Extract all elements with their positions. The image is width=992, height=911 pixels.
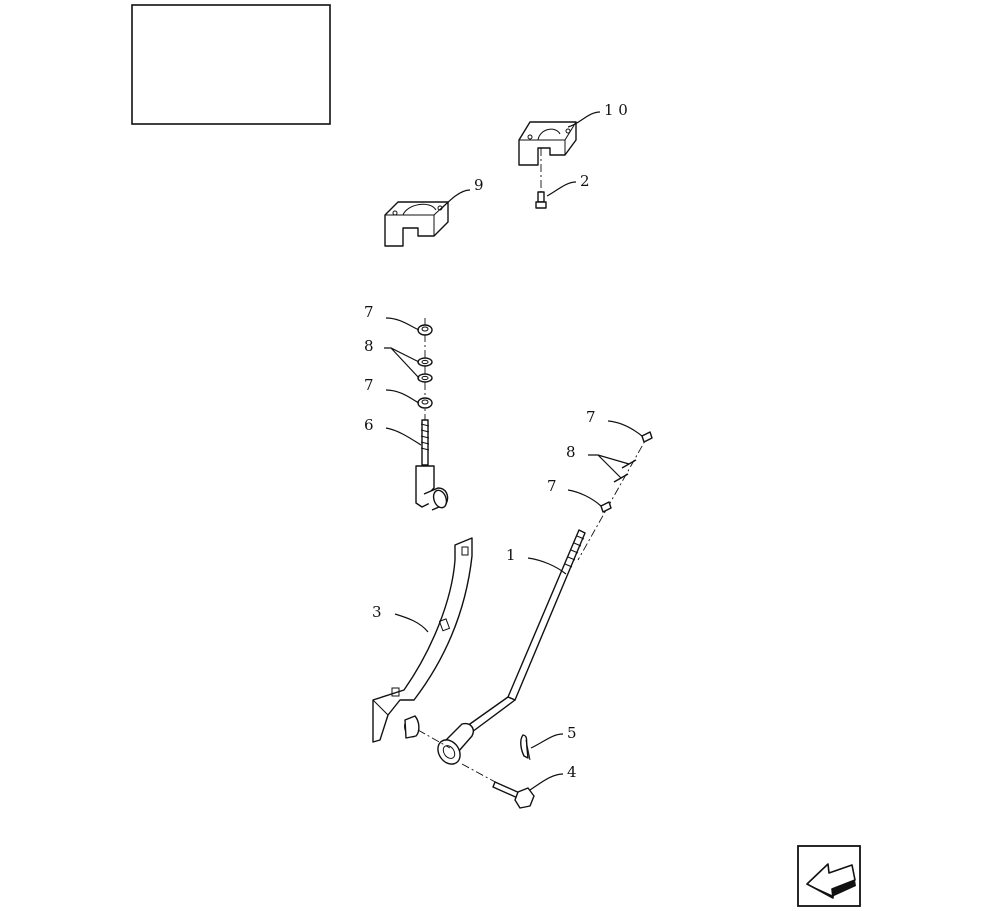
rod-1-fasteners [577, 431, 653, 561]
callout-6: 6 [364, 416, 374, 434]
nut-stack [417, 318, 433, 420]
plate-part-3 [372, 537, 511, 791]
callout-7-mid: 7 [364, 376, 374, 394]
pin-part-5 [520, 734, 531, 761]
back-arrow-icon[interactable] [797, 845, 861, 907]
callout-1: 1 [506, 546, 516, 564]
callout-7-upper: 7 [364, 303, 374, 321]
bracket-part-10 [518, 121, 577, 195]
callout-9: 9 [474, 176, 484, 194]
callout-5: 5 [567, 724, 577, 742]
rod-part-6 [415, 419, 449, 511]
screw-part-2 [535, 191, 547, 209]
callout-3: 3 [372, 603, 382, 621]
callout-7-right-top: 7 [586, 408, 596, 426]
callout-8-upper: 8 [364, 337, 374, 355]
callout-7-right-bottom: 7 [547, 477, 557, 495]
callout-10: 1 0 [604, 101, 628, 119]
callout-4: 4 [567, 763, 577, 781]
bolt-part-4 [492, 781, 535, 809]
callout-8-right: 8 [566, 443, 576, 461]
rod-part-1 [437, 529, 586, 765]
callout-2: 2 [580, 172, 590, 190]
title-box [131, 4, 331, 125]
bracket-part-9 [384, 201, 449, 247]
